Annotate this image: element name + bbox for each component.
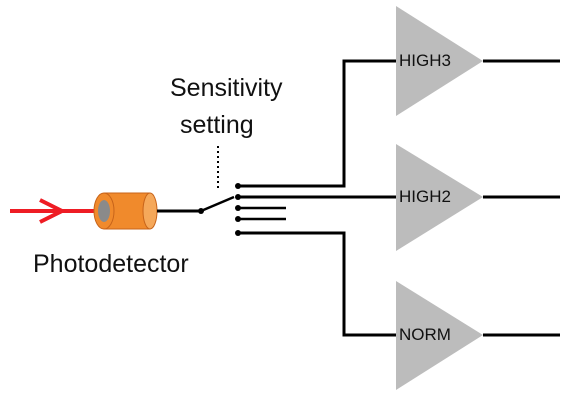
setting-label: setting: [180, 111, 254, 139]
wire-norm: [238, 231, 396, 337]
amplifier-high3: [396, 6, 483, 116]
beam-arrow-icon: [39, 198, 67, 224]
switch-lever: [200, 195, 235, 213]
detector-lens: [98, 200, 110, 222]
photodetector-label: Photodetector: [33, 250, 189, 278]
amplifier-norm: [396, 281, 483, 390]
amplifier-label-high2: HIGH2: [399, 187, 451, 206]
sensitivity-label: Sensitivity: [170, 74, 283, 102]
amplifier-label-norm: NORM: [399, 325, 451, 344]
sensitivity-switch: [198, 183, 286, 236]
amplifier-label-high3: HIGH3: [399, 51, 451, 70]
wire-high3: [238, 59, 396, 188]
photodetector: [93, 192, 158, 230]
laser-beam: [10, 198, 96, 224]
amplifier-high2: [396, 144, 483, 251]
